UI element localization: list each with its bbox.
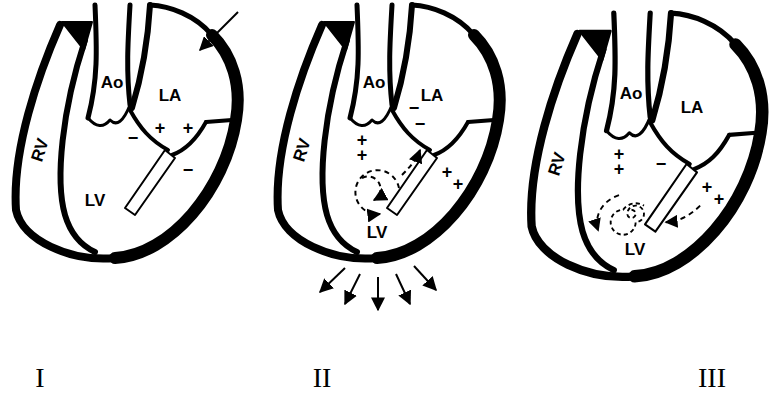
charge-sign: + bbox=[155, 119, 166, 137]
charge-sign: + bbox=[714, 190, 725, 208]
charge-sign: − bbox=[415, 115, 426, 133]
spiral-flow bbox=[611, 203, 644, 234]
inflow-arrow bbox=[200, 12, 238, 50]
charge-sign: + bbox=[442, 163, 453, 181]
chamber-label: LV bbox=[367, 224, 387, 241]
chamber-label: RV bbox=[545, 150, 568, 177]
chamber-label: Ao bbox=[620, 85, 643, 102]
panel-number: I bbox=[35, 364, 44, 392]
chamber-label: LV bbox=[625, 241, 645, 258]
arrow bbox=[377, 277, 379, 310]
flow-arrow bbox=[355, 170, 399, 214]
arrow bbox=[414, 266, 436, 290]
charge-sign: + bbox=[453, 175, 464, 193]
flow-arrow bbox=[666, 206, 700, 223]
chamber-label: LV bbox=[85, 192, 105, 209]
chamber-label: RV bbox=[290, 136, 313, 163]
heart-section bbox=[278, 5, 500, 258]
chamber-label: Ao bbox=[363, 74, 386, 91]
heart-panel-three bbox=[531, 13, 762, 277]
heart-section bbox=[531, 13, 762, 277]
arrow bbox=[345, 274, 360, 304]
chamber-label: LA bbox=[421, 87, 444, 104]
charge-sign: + bbox=[357, 146, 368, 164]
charge-sign: + bbox=[614, 160, 625, 178]
radiating-arrows bbox=[320, 266, 436, 310]
charge-sign: + bbox=[702, 178, 713, 196]
flow-arrow bbox=[402, 150, 420, 175]
chamber-label: Ao bbox=[101, 74, 124, 91]
flow-arrow bbox=[362, 176, 381, 200]
panel-number: II bbox=[313, 364, 332, 392]
heart-panel-one bbox=[16, 5, 238, 258]
heart-panel-two bbox=[278, 5, 500, 258]
charge-sign: + bbox=[183, 119, 194, 137]
chamber-label: LA bbox=[159, 87, 182, 104]
charge-sign: − bbox=[128, 129, 139, 147]
panel-number: III bbox=[698, 364, 726, 392]
arrow bbox=[320, 268, 345, 292]
arrow bbox=[396, 274, 410, 304]
heart-section bbox=[16, 5, 238, 258]
chamber-label: RV bbox=[28, 136, 51, 163]
charge-sign: − bbox=[656, 155, 667, 173]
flow-arrow bbox=[597, 195, 619, 230]
chamber-label: LA bbox=[681, 99, 704, 116]
charge-sign: − bbox=[183, 161, 194, 179]
